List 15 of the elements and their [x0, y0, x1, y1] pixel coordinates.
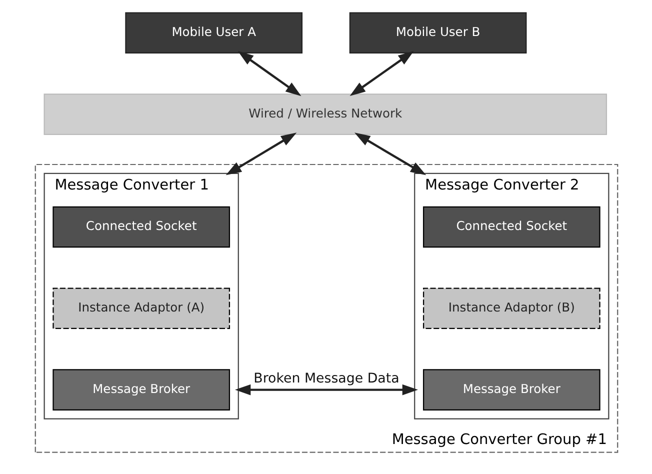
arrow — [354, 132, 426, 176]
edge-label: Broken Message Data — [253, 372, 399, 387]
node-box: Message Broker — [52, 369, 230, 410]
arrow — [225, 132, 296, 176]
arrow — [237, 51, 301, 96]
node-box: Connected Socket — [52, 206, 230, 248]
node-box: Connected Socket — [422, 206, 600, 248]
node-box: Instance Adaptor (A) — [52, 288, 230, 330]
arrow — [349, 51, 414, 96]
node-box: Wired / Wireless Network — [43, 94, 607, 135]
node-box: Message Broker — [422, 369, 600, 410]
node-box: Mobile User B — [348, 12, 526, 54]
node-box: Instance Adaptor (B) — [422, 288, 600, 330]
node-box: Mobile User A — [124, 12, 302, 54]
arrow — [234, 384, 418, 396]
